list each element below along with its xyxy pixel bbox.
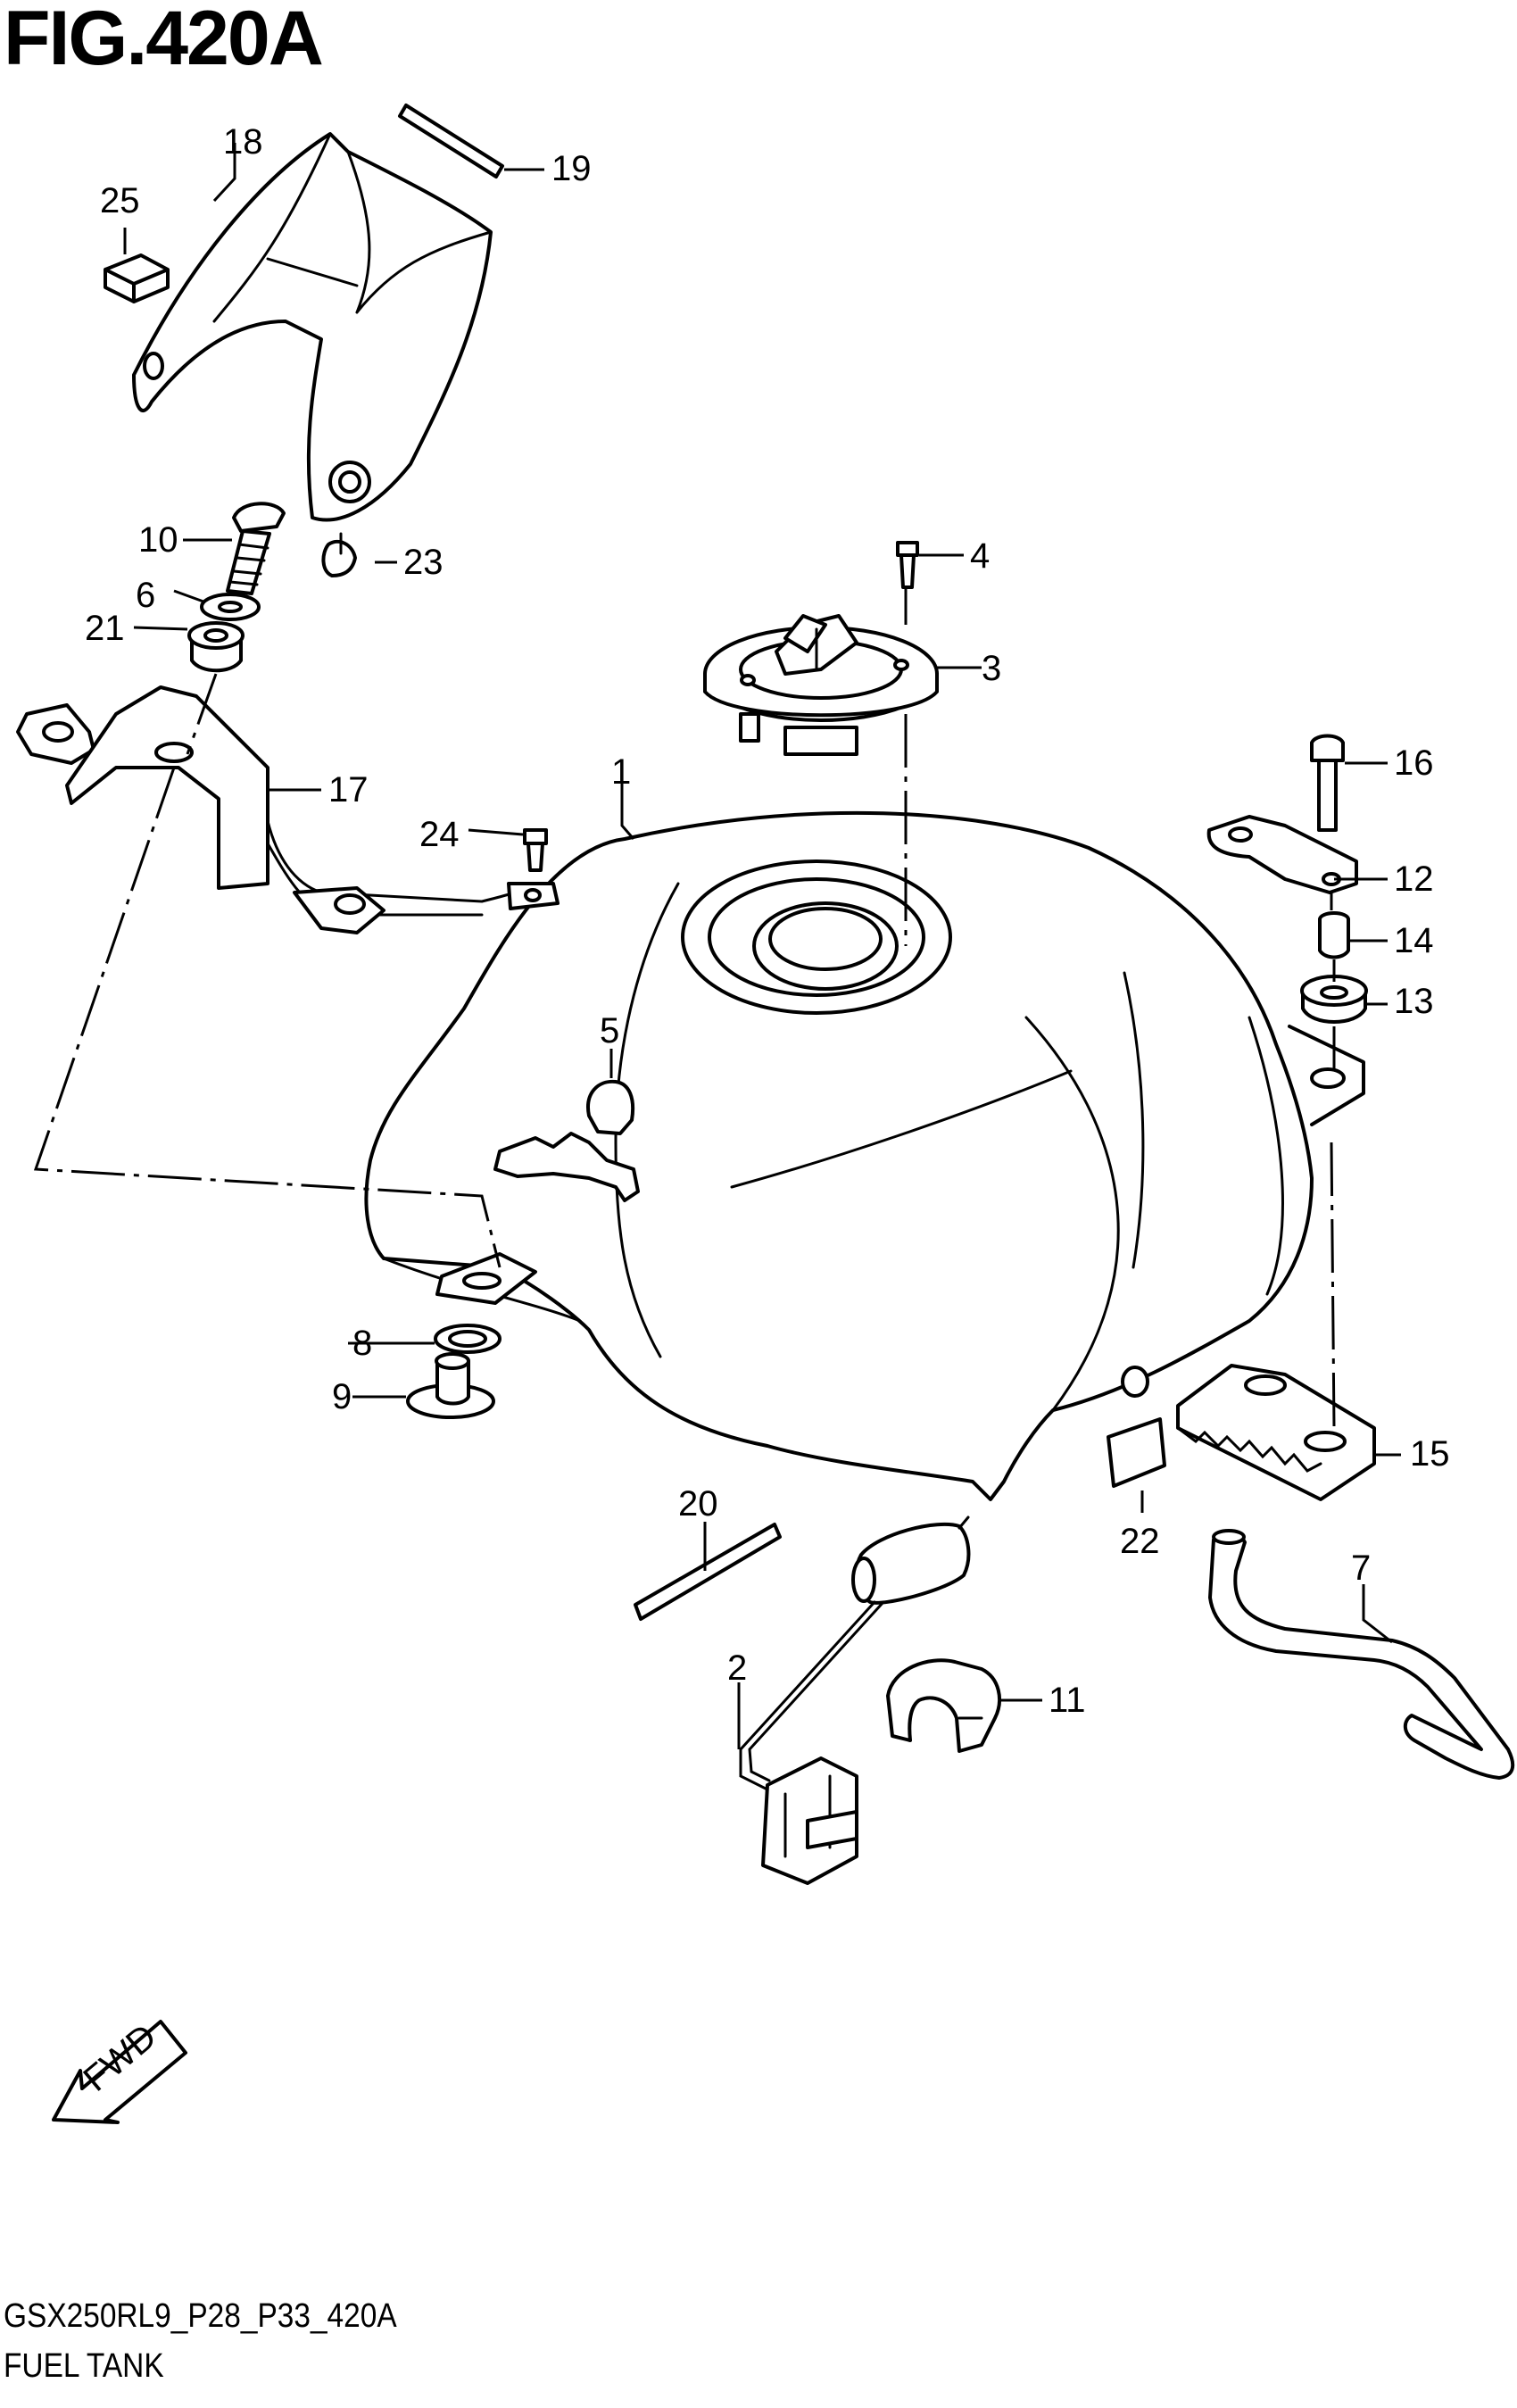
part-plate[interactable]	[1206, 815, 1358, 894]
callout-7: 7	[1351, 1549, 1371, 1588]
part-fuel-cap[interactable]	[703, 614, 939, 756]
callout-11: 11	[1049, 1681, 1086, 1720]
part-fuel-gauge[interactable]	[739, 1515, 971, 1885]
callout-18: 18	[223, 122, 263, 162]
part-screw[interactable]	[226, 502, 286, 595]
callout-10: 10	[138, 520, 178, 560]
part-tank-bracket	[435, 1132, 640, 1305]
part-bracket[interactable]	[16, 685, 560, 934]
part-seal-strip[interactable]	[634, 1523, 782, 1621]
callout-2: 2	[727, 1648, 747, 1688]
callout-15: 15	[1410, 1434, 1450, 1474]
part-collar[interactable]	[406, 1352, 495, 1419]
part-fuel-tank[interactable]	[364, 810, 1365, 1501]
callout-19: 19	[551, 149, 592, 188]
figure-name: FUEL TANK	[4, 2347, 164, 2385]
part-rubber-mount[interactable]	[1176, 1364, 1376, 1501]
leader-lines	[33, 143, 1401, 1749]
part-grommet[interactable]	[187, 621, 245, 673]
part-ring[interactable]	[434, 1324, 502, 1354]
callout-22: 22	[1120, 1522, 1160, 1561]
part-pad[interactable]	[104, 253, 170, 303]
callout-3: 3	[982, 649, 1001, 688]
part-strip[interactable]	[398, 104, 504, 179]
callout-13: 13	[1394, 982, 1434, 1021]
callout-4: 4	[970, 536, 990, 576]
callout-20: 20	[678, 1484, 718, 1524]
callout-25: 25	[100, 181, 140, 220]
part-clamp[interactable]	[886, 1658, 1001, 1753]
callout-5: 5	[600, 1011, 619, 1050]
callout-labels: 1 2 3 4 5 6 7 8 9 10 11 12 13 14 15 16 1…	[85, 122, 1450, 1720]
callout-24: 24	[419, 815, 460, 854]
callout-9: 9	[332, 1377, 352, 1416]
part-cap-screw[interactable]	[896, 541, 919, 589]
callout-12: 12	[1394, 859, 1434, 899]
part-cap[interactable]	[586, 1079, 634, 1135]
callout-21: 21	[85, 609, 125, 648]
part-hose[interactable]	[1208, 1529, 1515, 1780]
callout-6: 6	[136, 576, 155, 615]
part-bolt[interactable]	[1310, 734, 1345, 832]
callout-23: 23	[403, 543, 443, 582]
part-label[interactable]	[1107, 1417, 1166, 1488]
part-clip[interactable]	[321, 532, 357, 577]
figure-code: GSX250RL9_P28_P33_420A	[4, 2297, 397, 2335]
part-washer[interactable]	[200, 593, 261, 621]
callout-8: 8	[352, 1324, 372, 1363]
callout-14: 14	[1394, 921, 1434, 960]
callout-1: 1	[611, 752, 631, 792]
part-cover[interactable]	[132, 132, 493, 522]
part-cushion[interactable]	[1300, 975, 1368, 1024]
part-bolt-small[interactable]	[523, 828, 548, 872]
part-pin[interactable]	[1318, 911, 1350, 959]
fwd-arrow-icon: FWD	[52, 2017, 187, 2124]
callout-16: 16	[1394, 743, 1434, 783]
callout-17: 17	[328, 770, 369, 810]
figure-title: FIG.420A	[4, 0, 324, 81]
